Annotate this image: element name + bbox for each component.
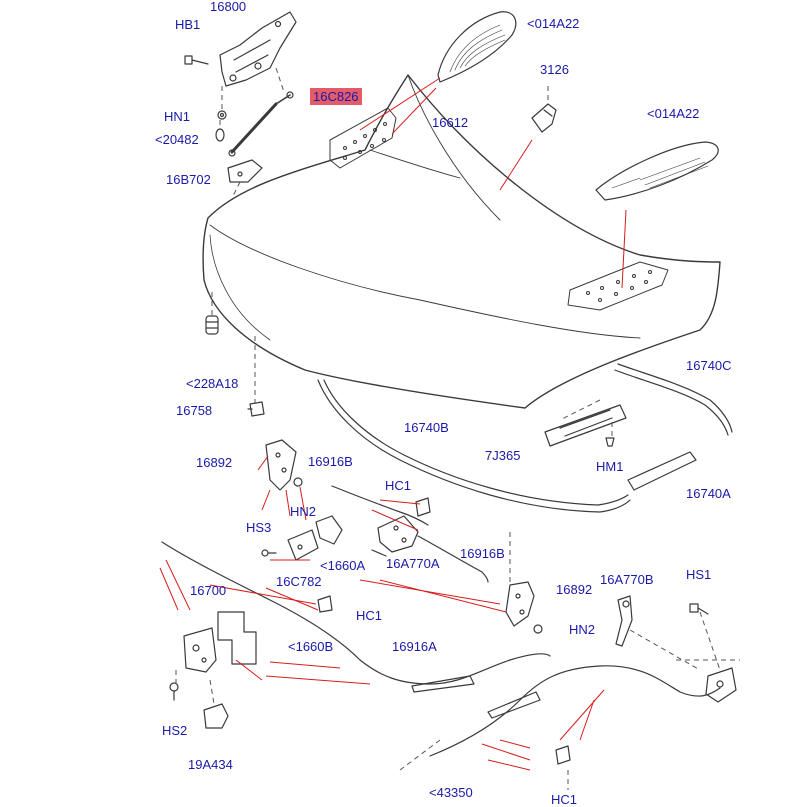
label-hn2-left[interactable]: HN2 xyxy=(290,504,317,519)
label-1660b[interactable]: <1660B xyxy=(288,639,334,654)
label-hb1[interactable]: HB1 xyxy=(175,17,201,32)
label-014a22-top[interactable]: <014A22 xyxy=(527,16,580,31)
leader-lines xyxy=(159,77,627,771)
label-16800[interactable]: 16800 xyxy=(210,0,247,14)
seal-16740a xyxy=(627,451,697,491)
reinforcement-plate-right xyxy=(567,261,669,311)
label-3126[interactable]: 3126 xyxy=(540,62,569,77)
bump-stop xyxy=(205,315,219,335)
cable-43350 xyxy=(429,665,721,757)
clip-3126 xyxy=(531,103,557,133)
strut-bracket xyxy=(227,159,263,183)
label-16892-left[interactable]: 16892 xyxy=(196,455,233,470)
label-7j365[interactable]: 7J365 xyxy=(485,448,521,463)
label-19a434[interactable]: 19A434 xyxy=(188,757,233,772)
label-43350[interactable]: <43350 xyxy=(429,785,473,800)
label-16740a[interactable]: 16740A xyxy=(686,486,731,501)
label-16916b-mid[interactable]: 16916B xyxy=(460,546,505,561)
label-hc1-mid[interactable]: HC1 xyxy=(356,608,383,623)
vent-grille-top xyxy=(437,11,517,83)
module-7j365 xyxy=(544,404,627,447)
reinforcement-plate-top xyxy=(329,107,397,169)
label-hn2-right[interactable]: HN2 xyxy=(569,622,596,637)
bolt-hs2 xyxy=(169,682,179,701)
bonnet-stop xyxy=(247,401,265,417)
hinge-assembly xyxy=(219,11,297,87)
label-hm1[interactable]: HM1 xyxy=(596,459,624,474)
label-16916a[interactable]: 16916A xyxy=(392,639,437,654)
label-hs2[interactable]: HS2 xyxy=(162,723,188,738)
label-20482[interactable]: <20482 xyxy=(155,132,199,147)
bracket-16892-left xyxy=(265,439,297,491)
label-1660a[interactable]: <1660A xyxy=(320,558,366,573)
handle-16a770b xyxy=(615,595,633,647)
bolt-hs1 xyxy=(689,603,709,615)
seal-16740c xyxy=(614,363,733,436)
clip-hc1-mid xyxy=(317,595,333,613)
label-16892-right[interactable]: 16892 xyxy=(556,582,593,597)
bracket-1660b xyxy=(217,611,257,665)
label-16740c[interactable]: 16740C xyxy=(686,358,732,373)
switch-19a434 xyxy=(203,703,229,729)
screw-hm1 xyxy=(605,437,615,447)
vent-grille-right xyxy=(595,141,719,201)
label-16740b[interactable]: 16740B xyxy=(404,420,449,435)
hinge-bolt xyxy=(184,55,209,65)
bracket-16892-right xyxy=(505,581,535,627)
washer xyxy=(215,128,225,142)
cable-16916a xyxy=(161,541,551,693)
secondary-latch xyxy=(705,667,737,703)
clip-hc1-top xyxy=(415,497,431,517)
label-16916b-top[interactable]: 16916B xyxy=(308,454,353,469)
seal-16740b xyxy=(317,379,631,513)
striker-16c782 xyxy=(287,529,319,561)
reference-lines xyxy=(175,67,740,790)
cable-16916b-mid xyxy=(417,535,489,583)
label-228a18[interactable]: <228A18 xyxy=(186,376,239,391)
lock-16700 xyxy=(183,627,217,673)
clip-hc1-bottom xyxy=(555,745,571,765)
label-hc1-top[interactable]: HC1 xyxy=(385,478,412,493)
label-16758[interactable]: 16758 xyxy=(176,403,213,418)
label-hs3[interactable]: HS3 xyxy=(246,520,272,535)
label-16a770b[interactable]: 16A770B xyxy=(600,572,654,587)
label-16b702[interactable]: 16B702 xyxy=(166,172,211,187)
bracket-1660a xyxy=(315,515,343,545)
gas-strut xyxy=(228,91,294,157)
label-hs1[interactable]: HS1 xyxy=(686,567,712,582)
label-014a22-right[interactable]: <014A22 xyxy=(647,106,700,121)
washer-hn2-left xyxy=(293,477,303,487)
washer-hn2-right xyxy=(533,624,543,634)
label-16c782[interactable]: 16C782 xyxy=(276,574,322,589)
label-16700[interactable]: 16700 xyxy=(190,583,227,598)
label-16a770a[interactable]: 16A770A xyxy=(386,556,440,571)
hinge-nut xyxy=(217,110,227,120)
label-hn1[interactable]: HN1 xyxy=(164,109,191,124)
bolt-hs3 xyxy=(261,549,277,557)
label-16612[interactable]: 16612 xyxy=(432,115,469,130)
latch-16a770a xyxy=(371,515,419,557)
cable-16916b-top xyxy=(331,485,429,526)
label-16c826-highlighted[interactable]: 16C826 xyxy=(310,88,362,105)
